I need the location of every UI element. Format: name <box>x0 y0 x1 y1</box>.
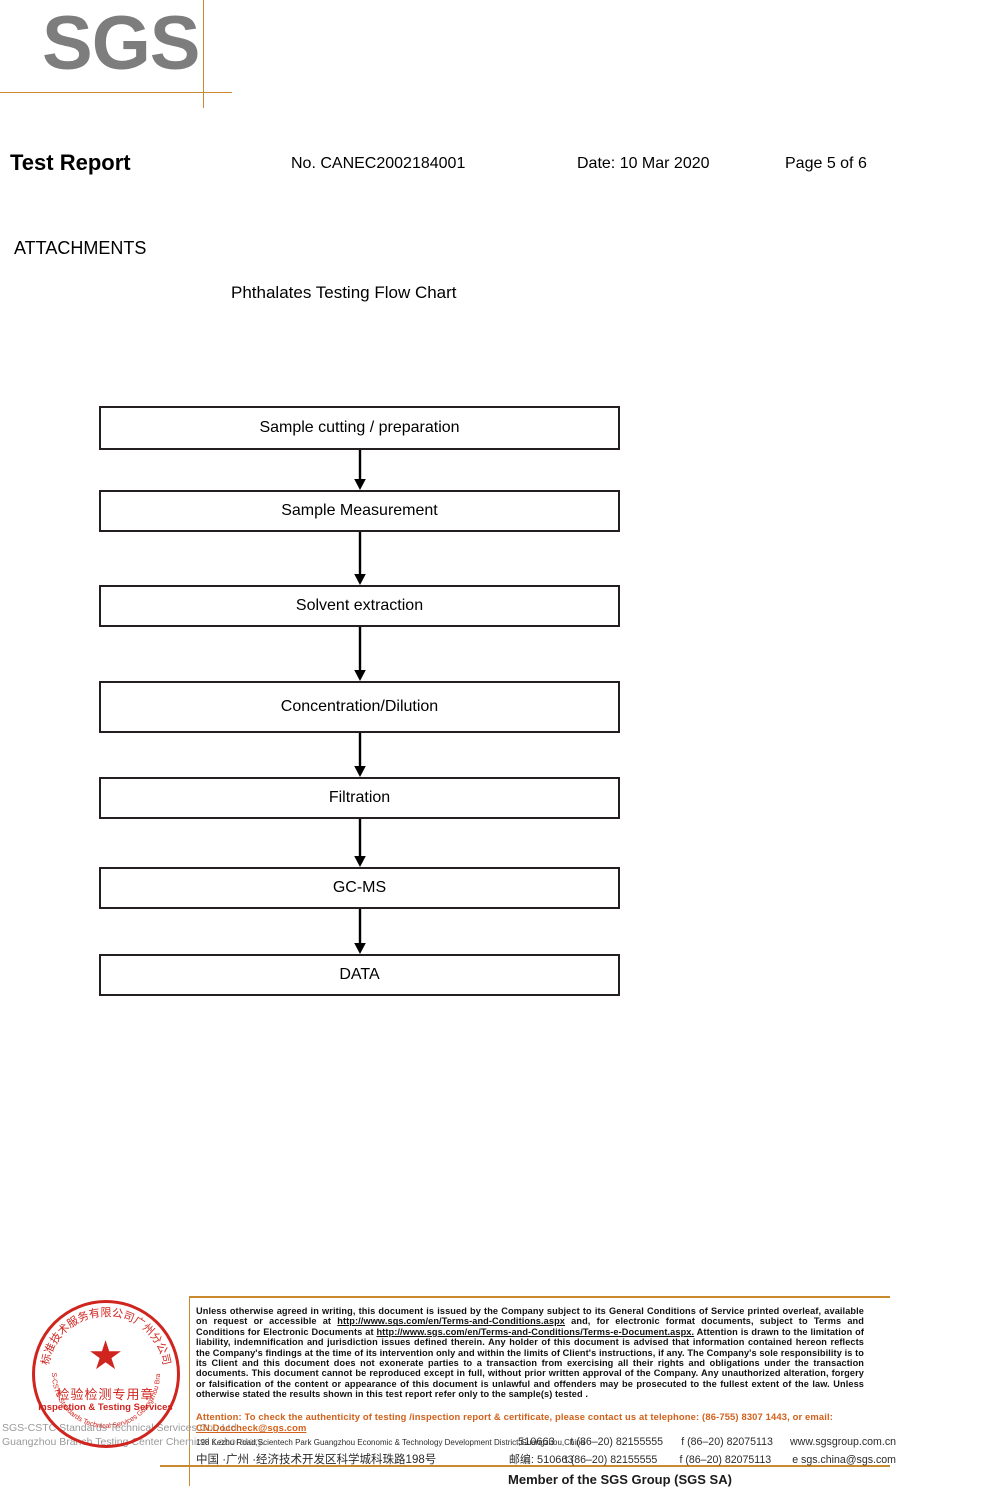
page-indicator: Page 5 of 6 <box>785 155 867 172</box>
footer-address-block: 198 Kezhu Road,Scientech Park Guangzhou … <box>196 1436 896 1466</box>
telephone-en: t (86–20) 82155555 <box>570 1436 664 1448</box>
flow-arrow-down-icon <box>99 909 620 954</box>
disclaimer-text-1: Unless otherwise agreed in writing, this… <box>196 1306 864 1327</box>
flow-step-label: Solvent extraction <box>295 597 424 614</box>
flow-arrow-down-icon <box>99 450 620 490</box>
footer-disclaimer: Unless otherwise agreed in writing, this… <box>196 1306 864 1400</box>
member-of-sgs-group: Member of the SGS Group (SGS SA) <box>0 1472 1000 1487</box>
attention-text: Attention: To check the authenticity of … <box>196 1411 834 1422</box>
fax-en: f (86–20) 82075113 <box>681 1436 773 1448</box>
footer-attention: Attention: To check the authenticity of … <box>196 1411 864 1433</box>
sgs-logo-text: SGS <box>42 1 200 86</box>
logo-vertical-rule <box>203 0 204 108</box>
attachments-heading: ATTACHMENTS <box>14 238 147 258</box>
flow-arrow-down-icon <box>99 532 620 585</box>
flow-step-box: Filtration <box>99 777 620 819</box>
disclaimer-text-2: and, for electronic format documents, su… <box>196 1316 864 1337</box>
flow-step-box: DATA <box>99 954 620 996</box>
flow-step-box: Sample Measurement <box>99 490 620 532</box>
flow-step-label: Concentration/Dilution <box>280 698 439 715</box>
flow-arrow-down-icon <box>99 733 620 777</box>
flow-step-label: Filtration <box>328 789 391 806</box>
address-cn: 中国 ·广州 ·经济技术开发区科学城科珠路198号 <box>196 1454 437 1466</box>
seal-star-icon: ★ <box>87 1334 124 1378</box>
flow-arrow-down-icon <box>99 819 620 867</box>
sgs-logo: SGS <box>0 0 240 115</box>
seal-circle <box>32 1300 180 1448</box>
address-row-cn: 中国 ·广州 ·经济技术开发区科学城科珠路198号 邮编: 510663 t (… <box>196 1451 896 1466</box>
flow-step-label: GC-MS <box>332 879 387 896</box>
seal-chinese-title: 检验检测专用章 <box>56 1387 155 1402</box>
report-number: No. CANEC2002184001 <box>291 155 466 172</box>
report-date: Date: 10 Mar 2020 <box>577 155 710 172</box>
flow-arrow-down-icon <box>99 627 620 681</box>
footer-bottom-rule <box>160 1465 890 1467</box>
flow-step-label: DATA <box>339 966 380 983</box>
address-en: 198 Kezhu Road,Scientech Park Guangzhou … <box>196 1437 586 1447</box>
disclaimer-text-3: Attention is drawn to the limitation of … <box>196 1326 865 1400</box>
zip-en: 510663 <box>518 1436 555 1448</box>
flow-step-label: Sample Measurement <box>281 502 438 519</box>
footer-vertical-rule <box>189 1296 190 1486</box>
website-en[interactable]: www.sgsgroup.com.cn <box>790 1436 897 1448</box>
flow-step-box: GC-MS <box>99 867 620 909</box>
telephone-cn: t (86–20) 82155555 <box>564 1454 658 1466</box>
member-line-text: Member of the SGS Group (SGS SA) <box>508 1472 732 1487</box>
footer-top-rule <box>190 1296 890 1298</box>
logo-horizontal-rule <box>0 92 232 93</box>
doccheck-email-link[interactable]: CN.Doccheck@sgs.com <box>196 1422 307 1433</box>
seal-english-title: Inspection & Testing Services <box>38 1402 173 1413</box>
terms-conditions-link[interactable]: http://www.sgs.com/en/Terms-and-Conditio… <box>337 1316 566 1327</box>
email-cn[interactable]: e sgs.china@sgs.com <box>792 1454 896 1466</box>
flow-chart-title: Phthalates Testing Flow Chart <box>231 283 457 302</box>
terms-e-document-link[interactable]: http://www.sgs.com/en/Terms-and-Conditio… <box>376 1326 695 1337</box>
company-seal: SGS-CSTC Standards Technical Services Co… <box>2 1296 265 1476</box>
fax-cn: f (86–20) 82075113 <box>679 1454 772 1466</box>
flow-step-label: Sample cutting / preparation <box>259 419 460 436</box>
flow-step-box: Concentration/Dilution <box>99 681 620 733</box>
zip-cn: 邮编: 510663 <box>508 1454 574 1466</box>
address-row-en: 198 Kezhu Road,Scientech Park Guangzhou … <box>196 1436 896 1451</box>
seal-arc-text: 标准技术服务有限公司广州分公司 SGS-CSTC Standards Techn… <box>32 1300 172 1430</box>
flow-step-box: Sample cutting / preparation <box>99 406 620 450</box>
flow-step-box: Solvent extraction <box>99 585 620 627</box>
page-title: Test Report <box>10 150 131 175</box>
